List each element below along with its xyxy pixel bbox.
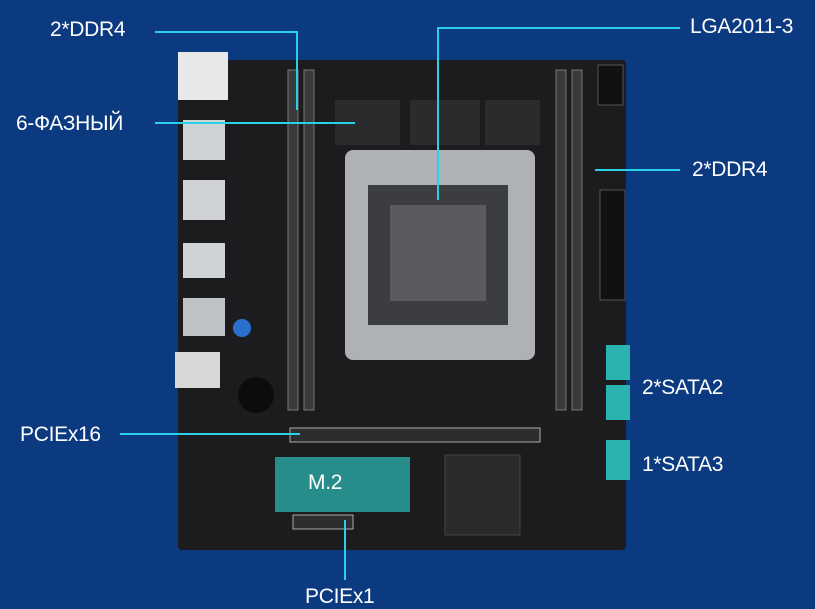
label-m2: M.2 <box>308 471 343 494</box>
label-6-phase: 6-ФАЗНЫЙ <box>16 112 124 135</box>
label-lga2011-3: LGA2011-3 <box>690 15 794 38</box>
power-connector-24pin <box>599 189 626 301</box>
label-pcie-x16: PCIEx16 <box>20 423 101 446</box>
pcie-x16-slot <box>289 427 541 443</box>
dimm-slots <box>287 69 583 411</box>
m2-slot-highlight <box>275 457 410 512</box>
label-pcie-x1: PCIEx1 <box>305 585 375 608</box>
label-ddr4-left: 2*DDR4 <box>50 18 126 41</box>
chipset-heatsink <box>444 454 521 536</box>
label-sata3: 1*SATA3 <box>642 453 724 476</box>
power-connector-8pin <box>597 64 624 106</box>
pcie-x1-slot <box>292 514 354 530</box>
cpu-socket <box>345 150 535 360</box>
label-sata2: 2*SATA2 <box>642 376 724 399</box>
label-ddr4-right: 2*DDR4 <box>692 158 768 181</box>
sata-ports <box>606 345 630 480</box>
leader-lines <box>120 27 680 580</box>
rear-io-ports <box>175 52 274 413</box>
